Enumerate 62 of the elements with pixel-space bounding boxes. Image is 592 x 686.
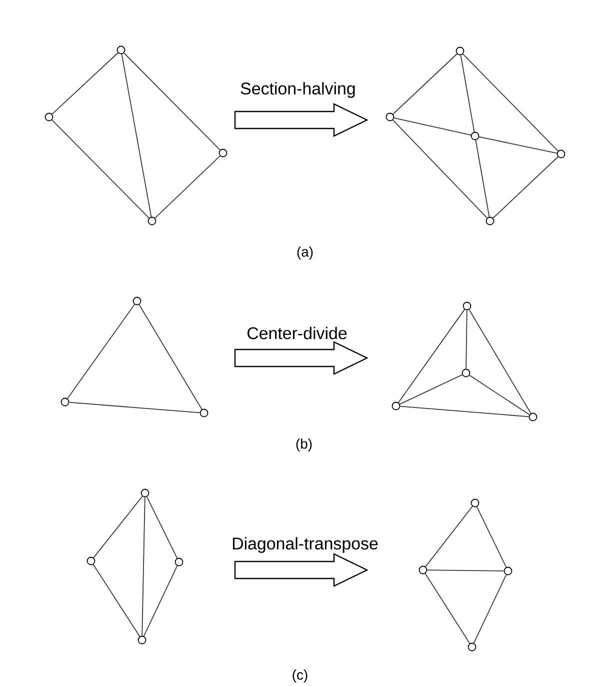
edge-line <box>124 52 220 150</box>
edge-line <box>469 374 530 416</box>
vertex <box>462 302 472 310</box>
vertex <box>132 296 142 306</box>
edge-line <box>476 506 507 568</box>
edge-line <box>52 120 150 218</box>
vertex <box>456 46 464 56</box>
edge-line <box>392 53 458 115</box>
edge-line <box>143 565 178 637</box>
edge-line <box>468 309 532 414</box>
edge-line <box>492 156 558 219</box>
vertex <box>470 132 480 140</box>
edge-line <box>392 120 488 218</box>
vertex <box>392 402 400 410</box>
vertex <box>218 148 228 158</box>
arrow-label: Section-halving <box>240 82 355 98</box>
edge-line <box>138 304 202 410</box>
arrow-label: Center-divide <box>248 326 347 340</box>
edge-line <box>473 574 507 644</box>
edge-line <box>400 406 530 418</box>
edge-line <box>475 140 490 218</box>
edge-line <box>398 308 466 404</box>
edge-line <box>121 54 152 218</box>
vertex <box>44 112 54 122</box>
edge-line <box>154 155 220 219</box>
edge-line <box>146 496 178 559</box>
edge-line <box>52 52 118 115</box>
edge-line <box>466 310 468 370</box>
edge-line <box>460 54 475 132</box>
vertex <box>418 566 428 574</box>
edge-line <box>478 136 558 154</box>
edge-line <box>68 402 200 414</box>
panel-label: (c) <box>292 670 308 682</box>
vertex <box>556 150 566 158</box>
edge-line <box>426 570 504 572</box>
vertex <box>528 412 538 422</box>
edge-line <box>425 506 473 568</box>
vertex <box>116 46 126 54</box>
vertex <box>60 398 70 406</box>
vertex <box>468 642 476 652</box>
vertex <box>138 636 146 644</box>
vertex <box>200 408 208 418</box>
edge-line <box>66 304 135 400</box>
vertex <box>86 556 96 566</box>
vertex <box>140 488 150 498</box>
vertex <box>470 498 480 508</box>
edge-line <box>462 54 558 152</box>
panel-label: (a) <box>297 246 313 260</box>
vertex <box>504 566 512 576</box>
vertex <box>486 216 494 226</box>
vertex <box>174 558 184 566</box>
vertex <box>462 368 470 378</box>
edge-line <box>424 573 470 644</box>
arrow-label: Diagonal-transpose <box>232 537 378 553</box>
panel-label: (b) <box>296 438 312 452</box>
edge-line <box>394 117 472 136</box>
edge-line <box>399 374 463 405</box>
edge-line <box>93 496 143 558</box>
edge-line <box>142 496 146 636</box>
edge-line <box>92 564 140 637</box>
vertex <box>386 112 394 122</box>
vertex <box>148 216 156 226</box>
